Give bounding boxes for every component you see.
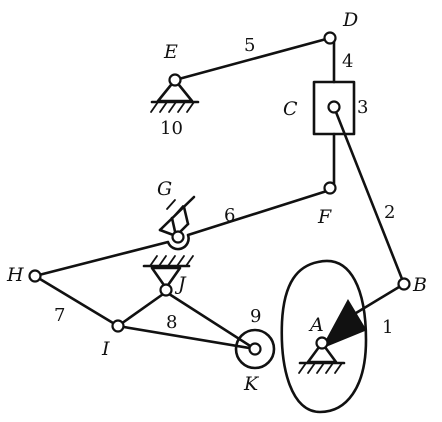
label-link-6: 6 — [224, 205, 235, 226]
pin-h — [28, 269, 42, 283]
pin-e — [168, 73, 182, 87]
link-5 — [173, 36, 332, 82]
label-f: F — [317, 206, 332, 228]
pin-d — [323, 31, 337, 45]
label-link-4: 4 — [342, 51, 353, 72]
label-link-9: 9 — [250, 306, 261, 327]
label-link-2: 2 — [384, 202, 395, 223]
cam-link-1 — [280, 259, 406, 414]
label-k: K — [243, 373, 260, 395]
pin-c — [327, 100, 341, 114]
label-c: C — [283, 98, 298, 120]
ground-support-j — [142, 255, 194, 290]
label-link-3: 3 — [357, 97, 368, 118]
pin-f — [323, 181, 337, 195]
label-a: A — [308, 314, 324, 336]
label-link-10: 10 — [160, 118, 183, 139]
pin-i — [111, 319, 125, 333]
label-h: H — [6, 264, 24, 286]
label-i: I — [101, 338, 110, 360]
pin-j — [159, 283, 173, 297]
label-link-8: 8 — [166, 312, 177, 333]
link-8 — [116, 290, 257, 351]
pin-k — [248, 342, 262, 356]
ground-support-e — [150, 78, 200, 113]
label-link-1: 1 — [382, 317, 393, 338]
link-7 — [33, 274, 120, 328]
pin-a — [315, 336, 329, 350]
label-g: G — [157, 178, 172, 200]
label-e: E — [163, 41, 178, 63]
label-j: J — [174, 273, 187, 295]
pin-b — [397, 277, 411, 291]
roller-9 — [234, 328, 276, 370]
label-d: D — [342, 9, 358, 31]
ground-support-g — [158, 195, 196, 238]
link-2 — [332, 105, 406, 286]
link-6 — [33, 188, 332, 278]
pin-g — [171, 230, 185, 244]
label-link-7: 7 — [54, 305, 65, 326]
ground-support-a — [298, 341, 346, 374]
label-link-5: 5 — [244, 35, 255, 56]
label-b: B — [412, 274, 427, 296]
